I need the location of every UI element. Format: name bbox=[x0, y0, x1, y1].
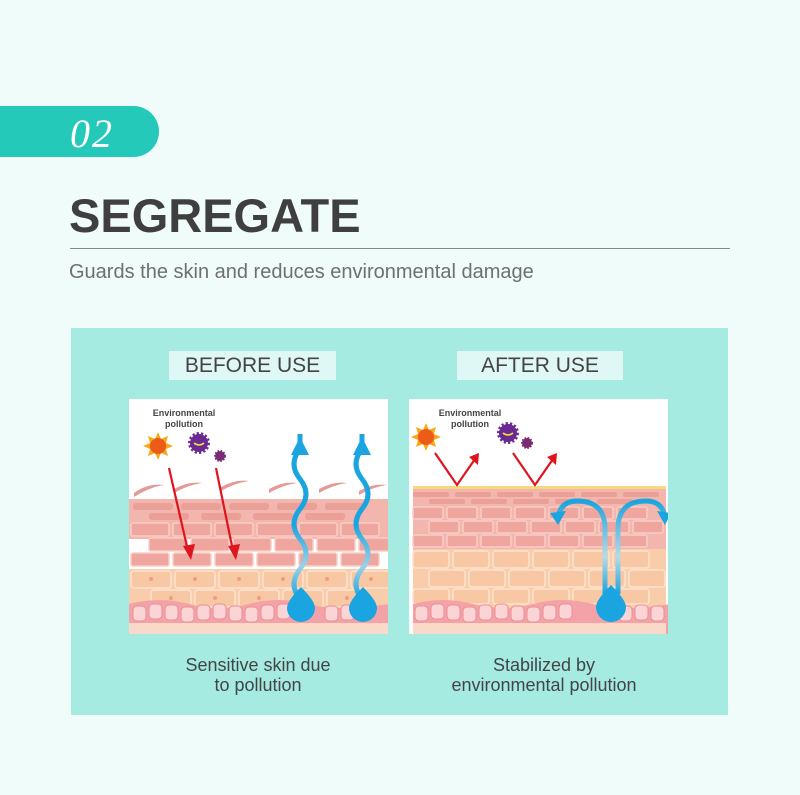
virus-icon bbox=[497, 422, 519, 444]
small-virus-icon bbox=[521, 437, 533, 449]
arrow-icon bbox=[434, 452, 554, 487]
before-use-label: BEFORE USE bbox=[169, 351, 336, 380]
water-evaporation-arrows bbox=[291, 434, 371, 601]
virus-icon bbox=[188, 432, 210, 454]
svg-text:pollution: pollution bbox=[451, 419, 489, 429]
sun-icon bbox=[143, 432, 173, 460]
sun-icon bbox=[411, 423, 441, 451]
water-drop-icon bbox=[596, 585, 626, 622]
after-caption: Stabilized by environmental pollution bbox=[451, 655, 637, 695]
pollution-text: Environmental bbox=[153, 408, 216, 418]
water-drop-icon bbox=[287, 587, 377, 622]
after-illustration: Environmental pollution bbox=[409, 399, 668, 634]
title-divider bbox=[70, 248, 730, 249]
section-number: 02 bbox=[70, 111, 114, 156]
water-retention-arrows bbox=[556, 498, 667, 594]
before-illustration: Environmental pollution bbox=[129, 399, 388, 634]
arrow-icon bbox=[167, 467, 235, 552]
section-number-badge: 02 bbox=[0, 106, 159, 157]
page-title: SEGREGATE bbox=[69, 189, 361, 242]
before-caption: Sensitive skin due to pollution bbox=[185, 655, 331, 695]
page-subtitle: Guards the skin and reduces environmenta… bbox=[69, 261, 534, 283]
svg-text:pollution: pollution bbox=[165, 419, 203, 429]
small-virus-icon bbox=[214, 450, 226, 462]
after-use-label: AFTER USE bbox=[457, 351, 623, 380]
svg-text:Environmental: Environmental bbox=[439, 408, 502, 418]
